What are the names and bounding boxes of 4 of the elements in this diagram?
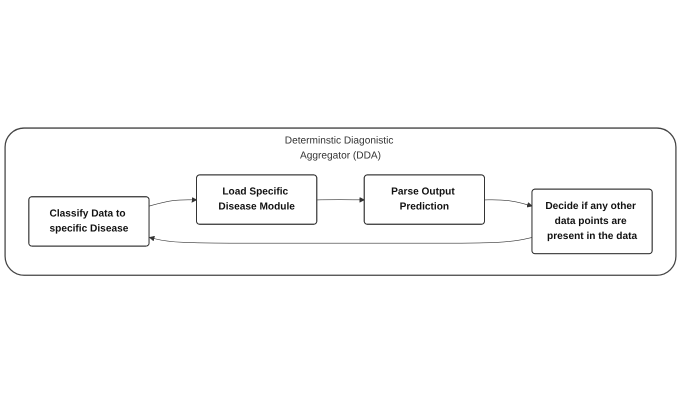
arrow bbox=[316, 196, 365, 202]
arrow bbox=[484, 199, 532, 208]
arrow bbox=[149, 196, 198, 206]
arrow bbox=[149, 236, 533, 244]
